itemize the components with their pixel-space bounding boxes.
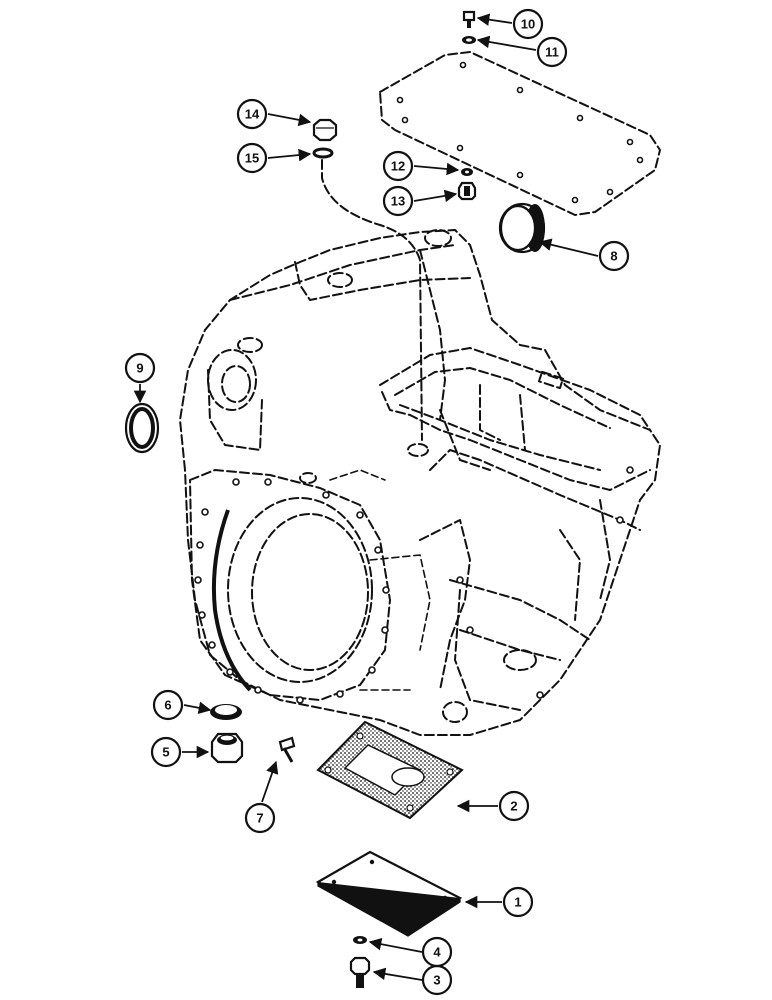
part-bolt-7 (278, 736, 296, 763)
callout-5-label: 5 (162, 745, 169, 760)
part-top-cover-plate (379, 51, 661, 216)
callouts: 1 2 3 4 5 6 (124, 8, 630, 996)
callout-9-label: 9 (136, 361, 143, 376)
callout-8: 8 (538, 238, 630, 272)
part-bolt-3 (349, 956, 371, 988)
part-washer-11 (462, 36, 476, 44)
part-screw-10 (462, 10, 476, 28)
callout-13-label: 13 (391, 194, 405, 209)
callout-3-label: 3 (433, 973, 440, 988)
callout-5: 5 (150, 736, 210, 768)
part-seal-9 (124, 402, 160, 454)
callout-12: 12 (382, 150, 460, 182)
part-oring-15 (312, 147, 334, 159)
callout-9: 9 (124, 352, 156, 404)
callout-11-label: 11 (545, 45, 559, 60)
callout-14-label: 14 (245, 107, 260, 122)
part-gasket-2 (316, 720, 464, 820)
callout-12-label: 12 (391, 159, 405, 174)
callout-6: 6 (152, 689, 212, 721)
part-washer-4 (353, 936, 367, 944)
callout-11: 11 (476, 35, 568, 68)
callout-4: 4 (368, 936, 453, 968)
part-drain-plug-5 (210, 732, 244, 764)
callout-15: 15 (236, 142, 312, 174)
part-nut-13 (457, 181, 477, 201)
part-plug-14 (312, 118, 338, 142)
callout-3: 3 (372, 964, 453, 996)
callout-14: 14 (236, 98, 312, 130)
part-cover-plate-1 (315, 850, 463, 937)
callout-4-label: 4 (433, 945, 441, 960)
callout-7: 7 (244, 760, 279, 834)
part-nut-12 (461, 168, 473, 176)
callout-8-label: 8 (610, 249, 617, 264)
callout-7-label: 7 (256, 811, 263, 826)
callout-2: 2 (456, 790, 530, 822)
callout-13: 13 (382, 185, 458, 217)
flange-bolt-holes (194, 478, 390, 704)
callout-10: 10 (476, 8, 544, 40)
part-seal-6 (210, 704, 242, 720)
plug-dashed-guide (321, 159, 423, 441)
callout-15-label: 15 (245, 151, 259, 166)
callout-6-label: 6 (164, 698, 171, 713)
callout-10-label: 10 (521, 17, 535, 32)
callout-1: 1 (464, 886, 534, 918)
transmission-housing (179, 229, 661, 736)
part-cap-8 (498, 202, 546, 254)
callout-1-label: 1 (514, 895, 521, 910)
callout-2-label: 2 (510, 799, 517, 814)
